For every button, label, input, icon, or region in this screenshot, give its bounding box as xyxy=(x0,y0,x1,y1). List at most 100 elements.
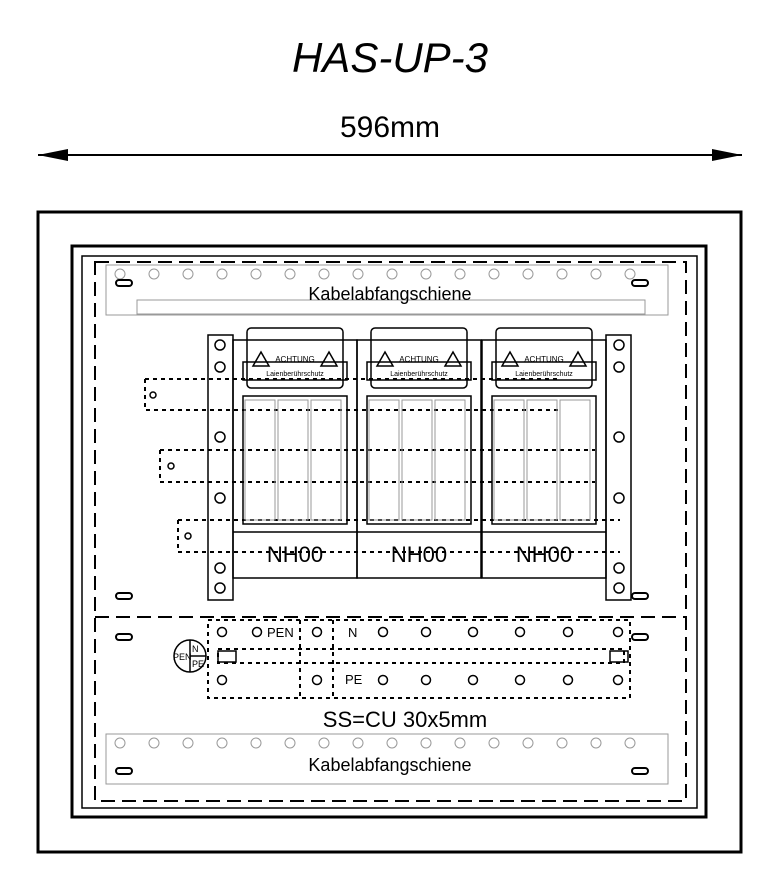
rail-hole xyxy=(386,737,398,749)
fuse-label: NH00 xyxy=(516,542,572,567)
cable-rail-bottom: Kabelabfangschiene xyxy=(105,733,669,785)
rail-hole xyxy=(284,268,296,280)
rail-hole xyxy=(250,268,262,280)
busbar-hole xyxy=(377,674,389,686)
rail-screw xyxy=(613,582,625,594)
rail-hole xyxy=(114,268,126,280)
warning-icon xyxy=(443,350,463,367)
rail-hole xyxy=(352,737,364,749)
busbar-hole xyxy=(420,626,432,638)
rail-screw xyxy=(613,361,625,373)
rail-screw xyxy=(214,492,226,504)
dimension-label: 596mm xyxy=(340,111,440,144)
rail-hole xyxy=(216,737,228,749)
rail-hole xyxy=(318,737,330,749)
rail-screw xyxy=(613,431,625,443)
rail-hole xyxy=(420,268,432,280)
cable-rail-top: Kabelabfangschiene xyxy=(105,264,669,316)
rail-screw xyxy=(613,339,625,351)
fuse-label: NH00 xyxy=(267,542,323,567)
rail-hole xyxy=(556,737,568,749)
rail-label-bottom: Kabelabfangschiene xyxy=(308,755,471,775)
rail-hole xyxy=(590,737,602,749)
warning-icon xyxy=(375,350,395,367)
busbar-hole xyxy=(216,626,228,638)
symbol-pe: PE xyxy=(192,659,204,669)
enclosure-inner xyxy=(70,244,708,819)
symbol-pen: PEN xyxy=(173,652,192,662)
busbar-hole xyxy=(420,674,432,686)
busbar-hole xyxy=(377,626,389,638)
rail-hole xyxy=(182,268,194,280)
busbar-hole xyxy=(251,626,263,638)
busbar-hole xyxy=(514,674,526,686)
fuse-warning-label: ACHTUNG xyxy=(524,355,564,364)
fuse-warning-label: ACHTUNG xyxy=(275,355,315,364)
busbar-hole xyxy=(514,626,526,638)
rail-screw xyxy=(613,562,625,574)
rail-hole xyxy=(522,268,534,280)
warning-icon xyxy=(568,350,588,367)
rail-hole xyxy=(420,737,432,749)
enclosure-outer xyxy=(36,210,743,854)
rail-hole xyxy=(284,737,296,749)
rail-hole xyxy=(590,268,602,280)
warning-icon xyxy=(251,350,271,367)
mounting-plate xyxy=(94,261,687,802)
slot-markers xyxy=(115,279,649,775)
pen-n-pe-symbol: PEN N PE xyxy=(173,639,207,673)
busbar-hole xyxy=(612,626,624,638)
rail-hole xyxy=(182,737,194,749)
warning-icon xyxy=(319,350,339,367)
rail-hole xyxy=(148,737,160,749)
busbar-hole xyxy=(562,626,574,638)
busbar-hole xyxy=(612,674,624,686)
fuse-warning-label: ACHTUNG xyxy=(399,355,439,364)
enclosure-inner-2 xyxy=(81,255,698,809)
fuse-sub-label: Laienberührschutz xyxy=(266,371,324,378)
busbar-hole xyxy=(467,626,479,638)
fuse-sub-label: Laienberührschutz xyxy=(515,371,573,378)
rail-hole xyxy=(386,268,398,280)
busbar-pen-label: PEN xyxy=(267,625,294,640)
rail-screw xyxy=(214,582,226,594)
rail-hole xyxy=(250,737,262,749)
rail-hole xyxy=(318,268,330,280)
rail-hole xyxy=(624,268,636,280)
fuse-label: NH00 xyxy=(391,542,447,567)
rail-hole xyxy=(522,737,534,749)
busbar-hole xyxy=(311,674,323,686)
rail-hole xyxy=(114,737,126,749)
rail-screw xyxy=(214,562,226,574)
busbar-area: PEN N PE SS=CU 30x5mm xyxy=(207,619,631,732)
busbar-pe-label: PE xyxy=(345,672,363,687)
busbar-hole xyxy=(467,674,479,686)
busbar-hole xyxy=(562,674,574,686)
busbar-hole xyxy=(311,626,323,638)
busbar-n-label: N xyxy=(348,625,357,640)
fuse-sub-label: Laienberührschutz xyxy=(390,371,448,378)
mounting-rail-right xyxy=(605,334,632,601)
busbar-spec: SS=CU 30x5mm xyxy=(323,707,487,732)
rail-screw xyxy=(214,431,226,443)
rail-hole xyxy=(488,268,500,280)
warning-icon xyxy=(500,350,520,367)
mounting-rail-left xyxy=(207,334,234,601)
rail-screw xyxy=(214,361,226,373)
rail-screw xyxy=(214,339,226,351)
rail-hole xyxy=(488,737,500,749)
rail-hole xyxy=(216,268,228,280)
rail-screw xyxy=(613,492,625,504)
cable-guides xyxy=(144,378,620,553)
rail-hole xyxy=(624,737,636,749)
busbar-hole xyxy=(216,674,228,686)
rail-hole xyxy=(352,268,364,280)
symbol-n: N xyxy=(192,644,199,654)
rail-label-top: Kabelabfangschiene xyxy=(308,284,471,304)
rail-hole xyxy=(148,268,160,280)
rail-hole xyxy=(454,737,466,749)
